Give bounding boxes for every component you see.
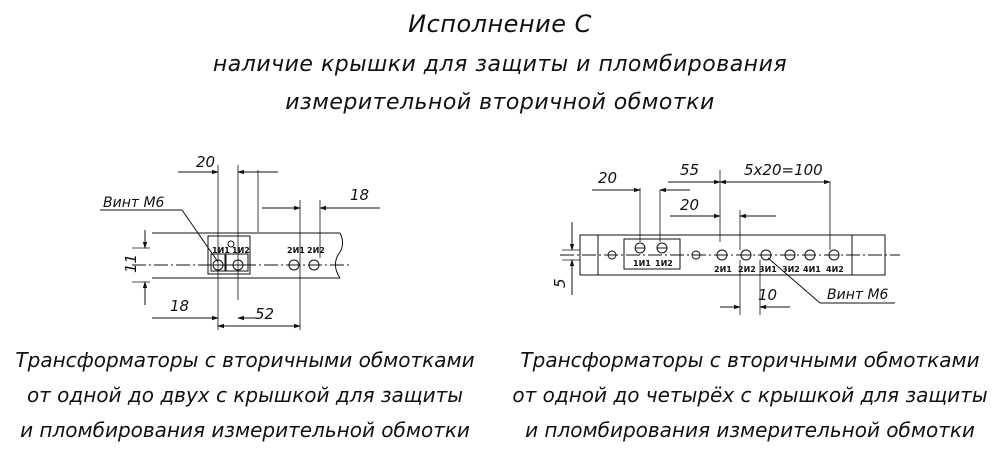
left-caption-line-3: и пломбирования измерительной обмотки xyxy=(20,418,470,442)
dim-label: 11 xyxy=(122,254,140,273)
terminal-label: 1И1 xyxy=(633,259,651,268)
dim-label: 5x20=100 xyxy=(744,161,823,179)
title: Исполнение С xyxy=(408,10,592,38)
screw-label: Винт М6 xyxy=(103,195,165,211)
left-caption-line-1: Трансформаторы с вторичными обмотками xyxy=(15,348,475,372)
terminal-label: 2И1 xyxy=(714,265,732,274)
dim-label: 18 xyxy=(350,186,369,204)
left-drawing: 1И1 1И2 2И1 2И2 20 18 Винт М6 11 18 52 xyxy=(100,153,380,330)
dim-label: 55 xyxy=(680,161,699,179)
terminal-label: 4И2 xyxy=(826,265,844,274)
right-caption-line-3: и пломбирования измерительной обмотки xyxy=(525,418,975,442)
dim-label: 20 xyxy=(598,169,617,187)
terminal-label: 4И1 xyxy=(803,265,821,274)
terminal-label: 2И2 xyxy=(307,246,325,255)
right-caption-line-1: Трансформаторы с вторичными обмотками xyxy=(520,348,980,372)
terminal-label: 2И2 xyxy=(738,265,756,274)
dim-label: 52 xyxy=(255,305,274,323)
right-drawing: 1И1 1И2 2И1 2И2 3И1 3И2 4И1 4И2 20 55 5x… xyxy=(551,161,900,315)
terminal-label: 3И2 xyxy=(782,265,800,274)
terminal-label: 1И2 xyxy=(232,246,250,255)
terminal-label: 1И2 xyxy=(655,259,673,268)
dim-label: 20 xyxy=(196,153,215,171)
dim-label: 18 xyxy=(170,297,189,315)
terminal-label: 1И1 xyxy=(212,246,230,255)
screw-label: Винт М6 xyxy=(827,287,889,303)
dim-label: 10 xyxy=(758,286,777,304)
dim-label: 20 xyxy=(680,196,699,214)
dim-label: 5 xyxy=(551,278,569,288)
subtitle-line-2: измерительной вторичной обмотки xyxy=(285,90,715,115)
left-caption-line-2: от одной до двух с крышкой для защиты xyxy=(26,383,464,407)
terminal-label: 3И1 xyxy=(759,265,777,274)
terminal-label: 2И1 xyxy=(287,246,305,255)
subtitle-line-1: наличие крышки для защиты и пломбировани… xyxy=(212,52,788,77)
right-caption-line-2: от одной до четырёх с крышкой для защиты xyxy=(512,383,988,407)
